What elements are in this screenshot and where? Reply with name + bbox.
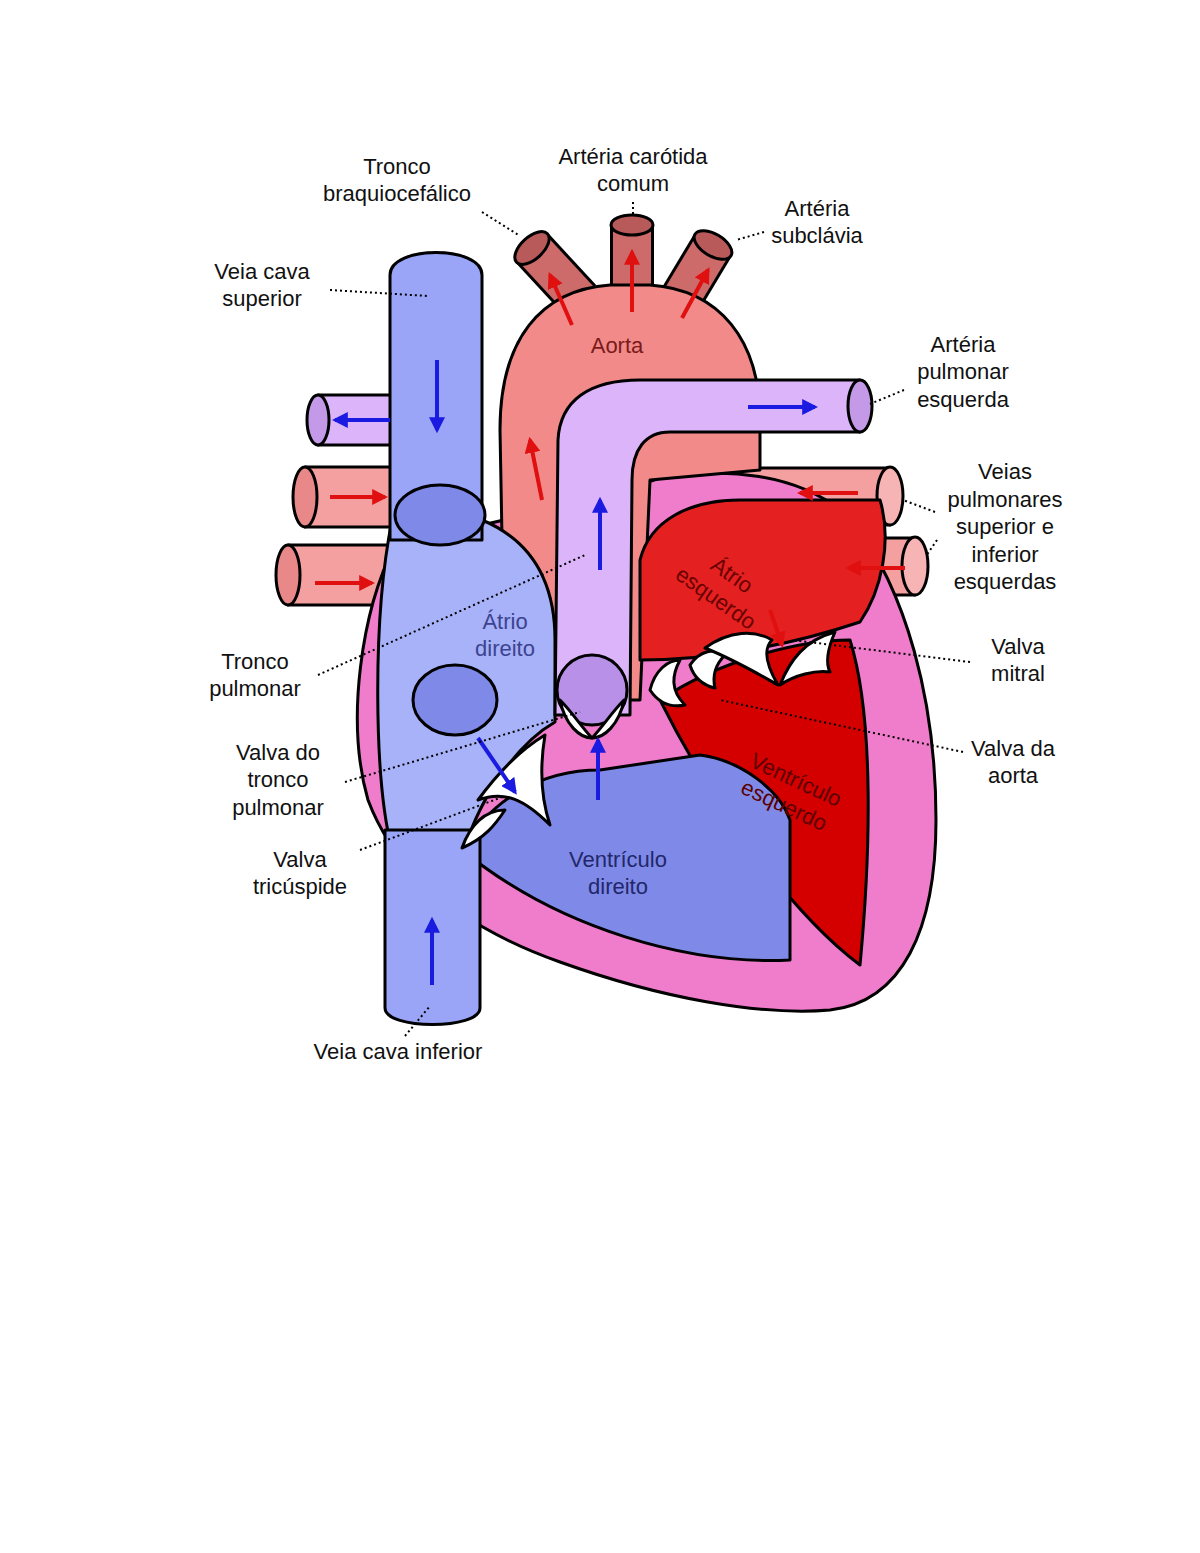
illustration-part <box>682 270 708 318</box>
illustration-part <box>482 212 520 236</box>
illustration-part <box>592 700 624 738</box>
part-label: Artéria pulmonar esquerda <box>893 331 1033 414</box>
illustration-part <box>293 467 317 527</box>
part-label: Artéria carótida comum <box>528 143 738 198</box>
illustration-part <box>405 1006 430 1036</box>
illustration-part <box>611 215 653 235</box>
illustration-part <box>360 796 505 850</box>
illustration-part <box>560 700 592 738</box>
illustration-part <box>770 610 782 645</box>
illustration-part <box>330 495 385 499</box>
illustration-part <box>800 491 858 495</box>
part-label: Átrio direito <box>460 608 550 663</box>
part-label: Ventrículo esquerdo <box>715 737 865 846</box>
illustration-part <box>550 275 572 325</box>
illustration-part <box>307 395 329 445</box>
part-label: Valva da aorta <box>953 735 1073 790</box>
illustration-part <box>413 665 497 735</box>
illustration-part <box>430 920 434 985</box>
illustration-part <box>690 651 725 688</box>
illustration-part <box>330 290 428 296</box>
illustration-part <box>315 581 372 585</box>
illustration-part <box>902 537 928 595</box>
illustration-part <box>530 440 542 500</box>
illustration-part <box>276 215 936 1025</box>
illustration-part <box>478 738 515 792</box>
part-label: Valva do tronco pulmonar <box>208 739 348 822</box>
part-label: Artéria subclávia <box>757 195 877 250</box>
illustration-part <box>335 418 390 422</box>
illustration-part <box>748 405 815 409</box>
illustration-part <box>870 390 904 404</box>
part-label: Aorta <box>567 332 667 360</box>
illustration-part <box>276 545 300 605</box>
illustration-part <box>596 740 600 800</box>
illustration-part <box>903 500 935 512</box>
illustration-part <box>705 633 778 685</box>
illustration-part <box>378 520 555 850</box>
illustration-part <box>736 232 764 240</box>
illustration-part <box>792 640 970 662</box>
part-label: Valva mitral <box>973 633 1063 688</box>
illustration-part <box>848 566 905 570</box>
part-label: Átrio esquerdo <box>659 529 789 643</box>
illustration-part <box>689 225 736 265</box>
part-label: Veia cava superior <box>192 258 332 313</box>
illustration-part <box>318 555 585 675</box>
illustration-part <box>650 660 685 706</box>
illustration-part <box>462 810 505 848</box>
illustration-part <box>848 380 872 432</box>
illustration-part <box>395 485 485 545</box>
part-label: Ventrículo direito <box>548 846 688 901</box>
illustration-part <box>435 360 439 430</box>
illustration-part <box>509 226 555 271</box>
part-label: Tronco pulmonar <box>195 648 315 703</box>
part-label: Veias pulmonares superior e inferior esq… <box>930 458 1080 596</box>
illustration-part <box>926 540 937 556</box>
illustration-part <box>318 202 970 1036</box>
part-label: Veia cava inferior <box>268 1038 528 1066</box>
illustration-part <box>478 735 550 825</box>
illustration-part <box>720 700 963 752</box>
illustration-part <box>345 712 580 782</box>
illustration-part <box>632 202 634 214</box>
illustration-part <box>385 830 480 1025</box>
illustration-part <box>630 252 634 312</box>
part-label: Tronco braquiocefálico <box>297 153 497 208</box>
illustration-part <box>315 252 905 985</box>
illustration-part <box>780 632 835 685</box>
illustration-part <box>598 500 602 570</box>
part-label: Valva tricúspide <box>230 846 370 901</box>
